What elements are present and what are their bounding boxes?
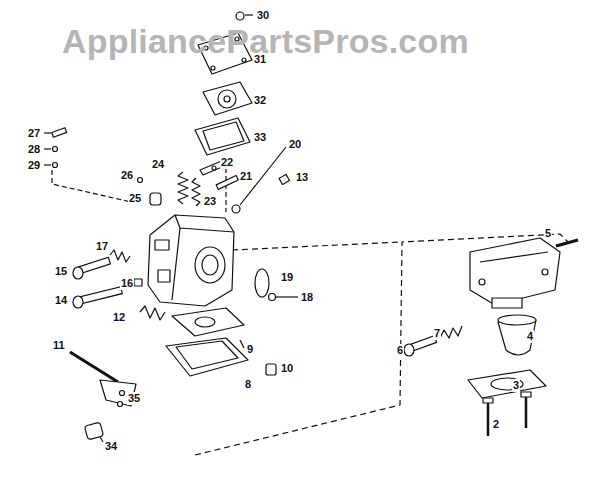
callout-number: 25: [128, 192, 142, 205]
callout-number: 14: [54, 294, 68, 307]
callout-number: 22: [220, 156, 234, 169]
callout-number: 35: [127, 392, 141, 405]
callout-number: 23: [203, 195, 217, 208]
callout-number: 7: [433, 327, 441, 340]
callout-number: 13: [295, 171, 309, 184]
callout-number: 29: [27, 159, 41, 172]
callout-number: 32: [253, 94, 267, 107]
callout-number: 17: [95, 240, 109, 253]
callout-number: 8: [244, 378, 252, 391]
callout-number: 19: [280, 271, 294, 284]
callout-number: 24: [151, 158, 165, 171]
callout-number: 28: [27, 143, 41, 156]
callout-number: 30: [256, 9, 270, 22]
callout-number: 4: [526, 330, 534, 343]
callout-number: 26: [120, 169, 134, 182]
callout-number: 18: [300, 291, 314, 304]
callout-number: 20: [288, 138, 302, 151]
callout-number: 5: [544, 227, 552, 240]
callout-number: 15: [54, 265, 68, 278]
callout-number: 34: [104, 440, 118, 453]
callout-number: 2: [492, 418, 500, 431]
callout-number: 33: [253, 131, 267, 144]
callout-number: 16: [120, 277, 134, 290]
callout-number: 10: [280, 362, 294, 375]
callout-number: 11: [52, 339, 66, 352]
callout-number: 21: [239, 170, 253, 183]
callout-number: 12: [112, 311, 126, 324]
callout-number: 27: [27, 127, 41, 140]
callout-number: 31: [253, 53, 267, 66]
callout-number: 6: [396, 344, 404, 357]
callout-number: 9: [246, 343, 254, 356]
callout-number: 3: [512, 379, 520, 392]
